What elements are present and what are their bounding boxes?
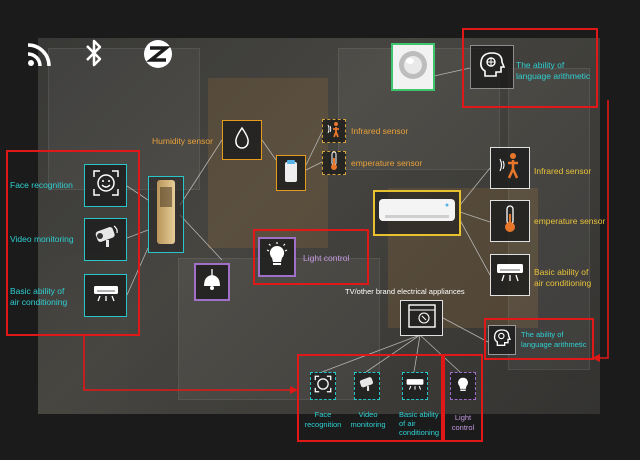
top-right-frame — [462, 28, 598, 108]
face-label-line1: Face — [314, 410, 332, 419]
ac-label-line2: air conditioning — [10, 297, 68, 307]
video-monitoring-node — [84, 218, 127, 261]
ceiling-lamp-node — [194, 263, 230, 301]
wall-air-conditioner-icon — [377, 195, 457, 232]
face-scan-icon — [92, 169, 120, 202]
bottom-group-frame — [297, 354, 443, 442]
infrared-person-icon — [497, 151, 523, 186]
infrared-sensor-node-right — [490, 147, 530, 189]
wall-ac-node — [373, 190, 461, 236]
smart-speaker-node — [391, 43, 435, 91]
face-recognition-node — [84, 164, 127, 207]
temperature-sensor-node-top — [322, 151, 346, 175]
head-brain-icon — [477, 50, 507, 85]
language-arithmetic-node-mid — [488, 325, 516, 355]
language-arithmetic-top-line2: language arithmetic — [516, 71, 591, 81]
head-brain-icon — [492, 328, 512, 353]
sensor-device-icon — [282, 158, 300, 189]
wifi-icon — [26, 40, 54, 68]
light-label-line1: Light — [454, 413, 472, 422]
mid-right-frame — [484, 318, 594, 360]
air-conditioning-node — [84, 274, 127, 317]
air-conditioner-icon — [92, 283, 120, 308]
light-control-label-bottom: Light control — [446, 413, 480, 432]
ceiling-lamp-icon — [200, 268, 224, 297]
tv-appliance-node — [400, 300, 443, 336]
light-control-node-bottom — [450, 372, 476, 400]
infrared-person-icon — [325, 120, 343, 143]
language-arithmetic-top-line1: The ability of — [516, 60, 565, 70]
face-recognition-label-bottom: Face recognition — [300, 410, 346, 429]
humidity-sensor-label: Humidity sensor — [152, 136, 213, 146]
bluetooth-icon — [84, 38, 104, 68]
smart-speaker-icon — [396, 48, 430, 87]
zigbee-icon — [142, 38, 174, 70]
ac-label-right-line2: air conditioning — [534, 278, 592, 288]
face-recognition-label: Face recognition — [10, 180, 73, 190]
light-bulb-icon — [264, 241, 290, 274]
language-arithmetic-mid-line2: language arithmetic — [521, 340, 587, 349]
ac-label-bottom-line1: Basic ability — [399, 410, 439, 419]
security-camera-icon — [357, 375, 377, 398]
water-drop-icon — [233, 126, 251, 155]
infrared-sensor-node-top — [322, 119, 346, 143]
ac-label-line1: Basic ability of — [10, 286, 65, 296]
security-camera-icon — [92, 224, 120, 255]
air-conditioner-icon — [405, 377, 425, 396]
thermometer-icon — [502, 204, 518, 239]
temperature-sensor-label-top: emperature sensor — [351, 158, 423, 168]
bottom-light-frame — [443, 354, 483, 442]
appliance-control-icon — [407, 303, 437, 334]
thermometer-icon — [328, 151, 340, 176]
left-group-frame — [6, 150, 140, 336]
temperature-sensor-label-right: emperature sensor — [534, 216, 606, 226]
light-bulb-node — [258, 237, 296, 277]
light-bulb-icon — [454, 374, 472, 399]
light-control-label: Light control — [303, 253, 350, 263]
video-monitoring-node-bottom — [354, 372, 380, 400]
sensor-device-node — [276, 155, 306, 191]
video-label-line2: monitoring — [350, 419, 386, 429]
hub-device-node — [148, 176, 184, 253]
face-label-line2: recognition — [304, 419, 342, 429]
temperature-sensor-node-right — [490, 200, 530, 242]
video-monitoring-label: Video monitoring — [10, 234, 74, 244]
air-conditioner-icon — [495, 261, 525, 290]
language-arithmetic-node-top — [470, 45, 514, 89]
infrared-sensor-label-right: Infrared sensor — [534, 166, 592, 176]
face-recognition-node-bottom — [310, 372, 336, 400]
face-scan-icon — [314, 375, 332, 398]
light-control-frame — [253, 229, 369, 285]
language-arithmetic-mid-line1: The ability of — [521, 330, 564, 339]
tv-appliances-label: TV/other brand electrical appliances — [345, 287, 465, 296]
humidity-sensor-node — [222, 120, 262, 160]
floor-wood — [208, 78, 328, 248]
ac-label-right-line1: Basic ability of — [534, 267, 589, 277]
infrared-sensor-label-top: Infrared sensor — [351, 126, 409, 136]
light-label-line2: control — [451, 422, 475, 432]
video-label-line1: Video — [358, 410, 378, 419]
ac-label-bottom-line3: conditioning — [399, 428, 440, 437]
air-conditioning-node-right — [490, 254, 530, 296]
video-monitoring-label-bottom: Video monitoring — [350, 410, 386, 429]
air-conditioning-node-bottom — [402, 372, 428, 400]
ac-label-bottom-line2: of air — [399, 419, 416, 428]
standing-ac-icon — [155, 179, 177, 250]
